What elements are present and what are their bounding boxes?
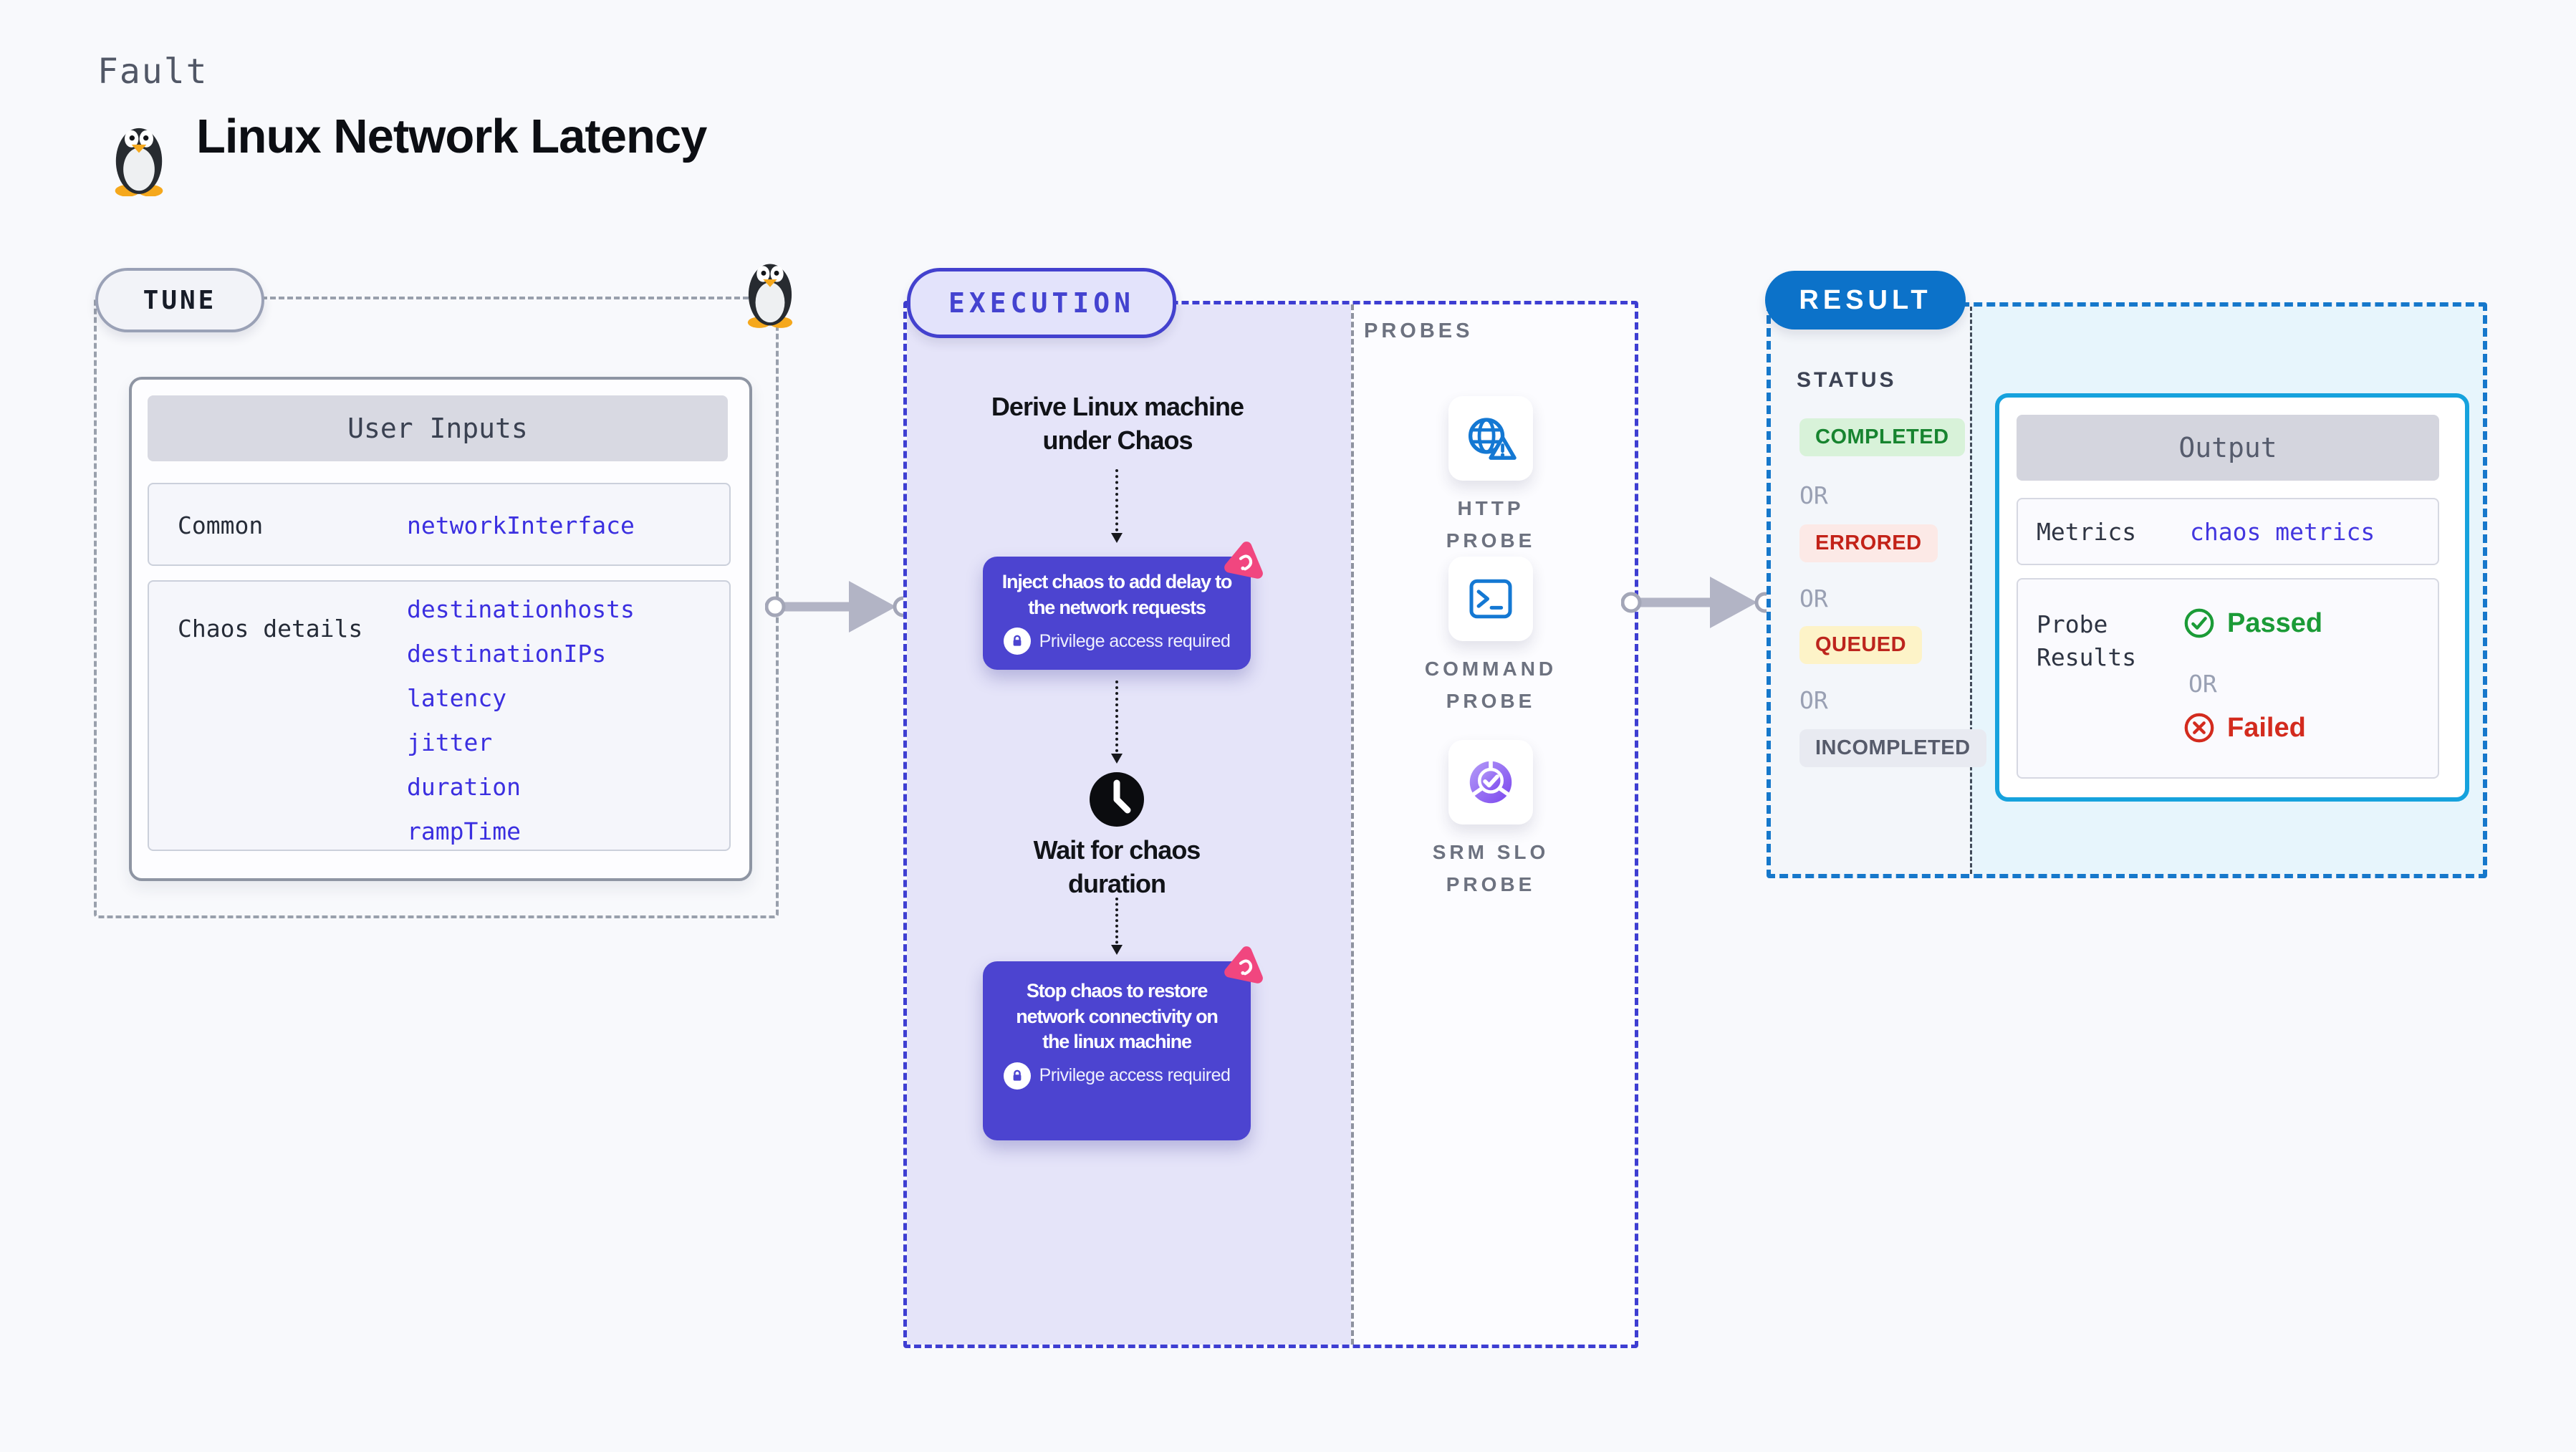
row-value: jitter [407,729,493,756]
tune-to-execution-arrow [765,581,908,633]
linux-penguin-icon [747,264,793,328]
stop-chaos-step: Stop chaos to restore network connectivi… [983,946,1263,1140]
lock-icon [1003,628,1031,655]
status-badge-errored: ERRORED [1799,524,1938,562]
flow-arrow-down [1111,469,1123,543]
fault-kind-label: Fault [97,52,208,92]
step-text: Stop chaos to restore network connectivi… [1016,980,1219,1053]
status-badge-incompleted: INCOMPLETED [1799,729,1986,767]
flow-arrow-down [1111,898,1123,955]
status-badge-completed: COMPLETED [1799,418,1965,456]
lock-icon [1003,1062,1031,1090]
execution-badge: EXECUTION [907,268,1176,338]
or-separator: OR [1799,481,1828,509]
execution-to-result-arrow [1621,577,1775,628]
result-badge: RESULT [1765,271,1966,330]
table-row-chaos-details: Chaos details destinationhosts destinati… [148,580,731,851]
table-row-common: Common networkInterface [148,483,731,566]
srm-slo-probe-card [1448,740,1533,824]
row-value: destinationhosts [407,595,635,623]
privilege-note: Privilege access required [1039,630,1231,651]
privilege-note: Privilege access required [1039,1065,1231,1086]
output-card: Output Metrics chaos metrics Probe Resul… [1995,393,2469,802]
or-separator: OR [1799,585,1828,612]
globe-alert-icon [1468,418,1517,460]
passed-label: Passed [2227,607,2323,638]
slo-pie-icon [1469,759,1512,804]
chaos-spark-icon [1224,946,1263,984]
probe-results-label: Probe Results [2037,610,2137,671]
metrics-value: chaos metrics [2190,518,2375,546]
http-probe-card [1448,396,1533,481]
tune-badge: TUNE [95,268,264,332]
probe-results-row: Probe Results Passed OR Failed [2017,578,2439,779]
user-inputs-header: User Inputs [148,395,728,461]
row-value: rampTime [407,817,521,845]
metrics-row: Metrics chaos metrics [2017,498,2439,565]
wait-clock-icon [1090,772,1144,827]
check-circle-icon [2184,608,2214,638]
probes-heading: PROBES [1364,319,1474,342]
metrics-label: Metrics [2037,518,2137,546]
passed-verdict: Passed [2183,607,2322,640]
or-separator: OR [2188,670,2217,698]
x-circle-icon [2184,713,2214,743]
output-header: Output [2017,415,2439,481]
row-value: networkInterface [407,511,635,539]
row-value: destinationIPs [407,640,607,668]
chaos-spark-icon [1224,542,1263,579]
inject-chaos-step: Inject chaos to add delay to the network… [983,542,1263,670]
flow-arrow-down [1111,681,1123,764]
execution-flow-background [907,304,1351,1345]
srm-slo-probe-label: SRM SLO PROBE [1432,841,1549,895]
page-title: Linux Network Latency [196,110,707,163]
status-output-divider [1970,307,1972,874]
status-badge-queued: QUEUED [1799,626,1923,664]
failed-verdict: Failed [2183,711,2306,744]
execution-probes-divider [1351,304,1354,1345]
execution-section-outline [903,301,1638,1348]
row-value: latency [407,684,507,712]
failed-label: Failed [2227,712,2306,743]
command-probe-label: COMMAND PROBE [1424,658,1557,712]
terminal-icon [1469,579,1512,619]
row-value: duration [407,773,521,801]
linux-penguin-icon [115,128,163,196]
row-label: Chaos details [178,615,363,643]
derive-step-label: Derive Linux machine under Chaos [991,392,1244,455]
wait-step-label: Wait for chaos duration [1033,835,1201,898]
step-text: Inject chaos to add delay to the network… [1001,571,1233,618]
chaos-detail-values: destinationhosts destinationIPs latency … [407,587,635,854]
or-separator: OR [1799,686,1828,714]
row-label: Common [178,511,264,539]
status-heading: STATUS [1797,368,1897,392]
command-probe-card [1448,557,1533,641]
user-inputs-card: User Inputs Common networkInterface Chao… [129,377,752,881]
http-probe-label: HTTP PROBE [1446,497,1536,552]
